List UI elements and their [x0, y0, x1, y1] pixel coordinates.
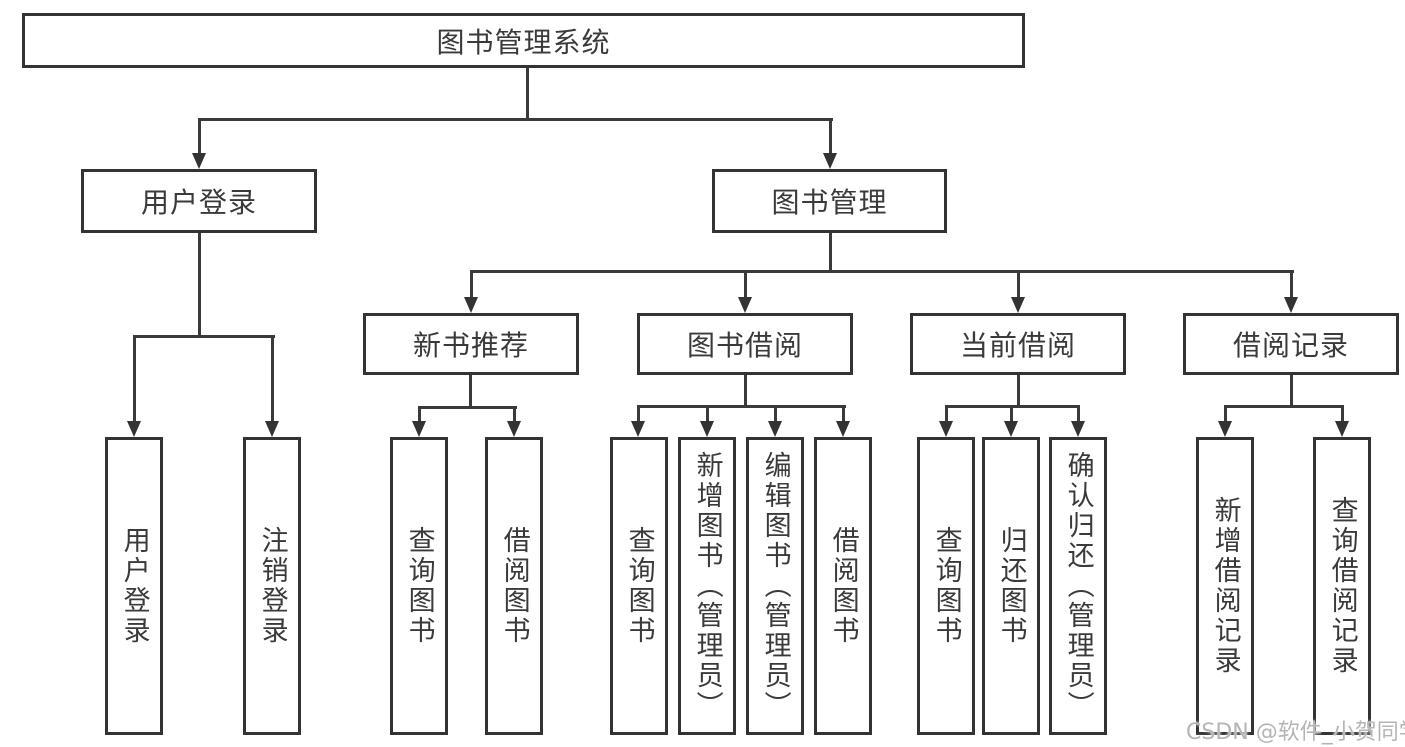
- leaf-query-books-current: 查询图书: [917, 437, 975, 735]
- arrow-down-icon: [412, 421, 426, 437]
- leaf-label: 用户登录: [118, 526, 150, 646]
- leaf-label: 借阅图书: [498, 526, 530, 646]
- leaf-label: 新增图书（管理员）: [691, 451, 723, 721]
- connector-line: [133, 335, 136, 423]
- node-label: 新书推荐: [412, 329, 529, 362]
- connector-line: [198, 233, 201, 337]
- connector-line: [1224, 405, 1344, 408]
- node-library-management-system: 图书管理系统: [22, 13, 1025, 68]
- arrow-down-icon: [1071, 421, 1085, 437]
- node-user-login: 用户登录: [81, 169, 317, 233]
- connector-line: [1010, 405, 1013, 423]
- connector-line: [469, 375, 472, 409]
- arrow-down-icon: [836, 421, 850, 437]
- connector-line: [774, 405, 777, 423]
- arrow-down-icon: [700, 421, 714, 437]
- connector-line: [637, 405, 846, 408]
- connector-line: [744, 270, 747, 299]
- node-label: 用户登录: [140, 186, 257, 219]
- connector-line: [418, 406, 421, 423]
- leaf-label: 确认归还（管理员）: [1062, 451, 1094, 721]
- leaf-confirm-return-admin: 确认归还（管理员）: [1049, 437, 1107, 735]
- connector-line: [470, 270, 1294, 273]
- arrow-down-icon: [265, 421, 279, 437]
- connector-line: [133, 335, 275, 338]
- arrow-down-icon: [1284, 297, 1298, 313]
- node-borrowing-records: 借阅记录: [1183, 313, 1399, 375]
- leaf-label: 新增借阅记录: [1209, 496, 1241, 676]
- connector-line: [1017, 375, 1020, 408]
- leaf-logout: 注销登录: [243, 437, 301, 735]
- connector-line: [1341, 405, 1344, 423]
- connector-line: [1224, 405, 1227, 423]
- leaf-query-books-recommend: 查询图书: [390, 437, 448, 735]
- node-label: 当前借阅: [959, 329, 1076, 362]
- connector-line: [470, 270, 473, 299]
- leaf-borrow-books-borrowing: 借阅图书: [814, 437, 872, 735]
- leaf-return-books: 归还图书: [982, 437, 1040, 735]
- connector-line: [945, 405, 948, 423]
- connector-line: [829, 118, 832, 155]
- node-label: 图书借阅: [686, 329, 803, 362]
- arrow-down-icon: [768, 421, 782, 437]
- connector-line: [1290, 270, 1293, 299]
- leaf-label: 查询图书: [403, 526, 435, 646]
- leaf-add-borrow-record: 新增借阅记录: [1196, 437, 1254, 735]
- connector-line: [418, 406, 517, 409]
- leaf-label: 查询图书: [930, 526, 962, 646]
- leaf-user-login: 用户登录: [105, 437, 163, 735]
- arrow-down-icon: [507, 421, 521, 437]
- leaf-label: 归还图书: [995, 526, 1027, 646]
- node-book-management: 图书管理: [712, 169, 947, 233]
- arrow-down-icon: [1335, 421, 1349, 437]
- arrow-down-icon: [738, 297, 752, 313]
- node-current-borrowing: 当前借阅: [910, 313, 1126, 375]
- node-label: 借阅记录: [1232, 329, 1349, 362]
- connector-line: [829, 233, 832, 273]
- connector-line: [271, 335, 274, 423]
- node-label: 图书管理系统: [436, 25, 611, 59]
- csdn-watermark: CSDN @软件_小贺同学: [1186, 720, 1405, 745]
- arrow-down-icon: [631, 421, 645, 437]
- leaf-label: 查询借阅记录: [1326, 496, 1358, 676]
- arrow-down-icon: [192, 153, 206, 169]
- connector-line: [526, 68, 529, 119]
- leaf-edit-books-admin: 编辑图书（管理员）: [746, 437, 804, 735]
- node-new-book-recommendation: 新书推荐: [363, 313, 579, 375]
- connector-line: [1077, 405, 1080, 423]
- arrow-down-icon: [823, 153, 837, 169]
- node-book-borrowing: 图书借阅: [637, 313, 853, 375]
- connector-line: [1017, 270, 1020, 299]
- leaf-label: 编辑图书（管理员）: [759, 451, 791, 721]
- leaf-borrow-books-recommend: 借阅图书: [485, 437, 543, 735]
- connector-line: [744, 375, 747, 408]
- leaf-add-books-admin: 新增图书（管理员）: [678, 437, 736, 735]
- leaf-label: 注销登录: [256, 526, 288, 646]
- arrow-down-icon: [1011, 297, 1025, 313]
- connector-line: [1290, 375, 1293, 408]
- arrow-down-icon: [1004, 421, 1018, 437]
- connector-line: [706, 405, 709, 423]
- leaf-query-books-borrowing: 查询图书: [610, 437, 668, 735]
- node-label: 图书管理: [771, 186, 888, 219]
- connector-line: [513, 406, 516, 423]
- arrow-down-icon: [1218, 421, 1232, 437]
- leaf-label: 借阅图书: [827, 526, 859, 646]
- connector-line: [198, 118, 833, 121]
- connector-line: [842, 405, 845, 423]
- arrow-down-icon: [127, 421, 141, 437]
- arrow-down-icon: [464, 297, 478, 313]
- leaf-label: 查询图书: [623, 526, 655, 646]
- connector-line: [637, 405, 640, 423]
- arrow-down-icon: [939, 421, 953, 437]
- connector-line: [198, 118, 201, 155]
- leaf-query-borrow-record: 查询借阅记录: [1313, 437, 1371, 735]
